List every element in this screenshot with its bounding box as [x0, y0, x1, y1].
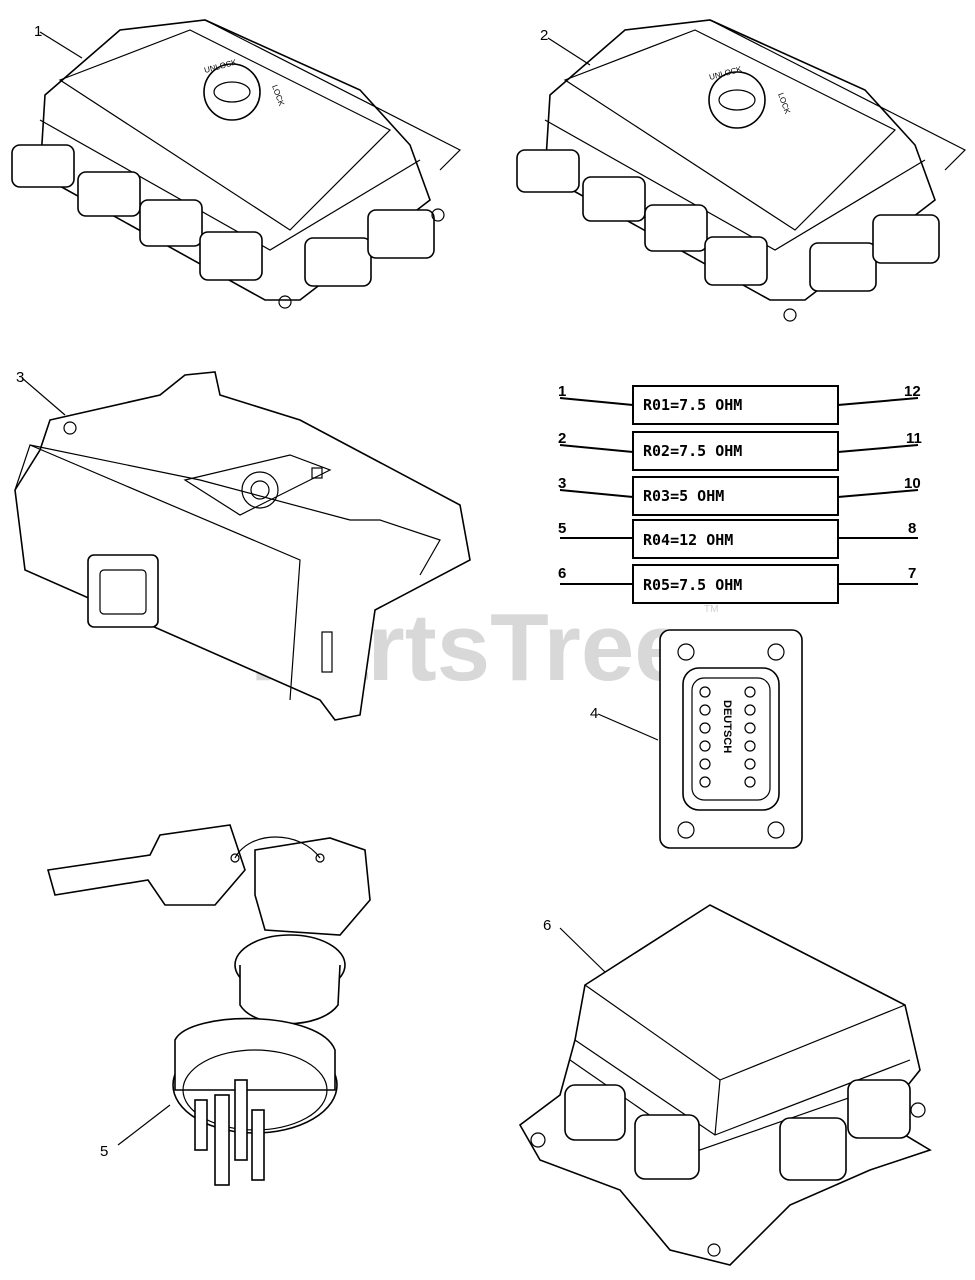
part-4-deutsch-connector[interactable]: DEUTSCH 4 [590, 629, 803, 849]
pin-right-1: 12 [904, 383, 921, 400]
resistor-row-5: 6 R05=7.5 OHM 7 [558, 564, 918, 604]
pin-left-5: 6 [558, 565, 566, 582]
part-1-fuse-box[interactable]: UNLOCK LOCK 1 [11, 19, 462, 309]
part-3-controller-module[interactable]: 3 [14, 369, 471, 721]
resistor-label-2: R02=7.5 OHM [643, 442, 742, 460]
resistor-row-1: 1 R01=7.5 OHM 12 [558, 383, 921, 425]
watermark-tm: TM [704, 604, 718, 615]
callout-1: 1 [34, 23, 42, 40]
resistor-label-1: R01=7.5 OHM [643, 396, 742, 414]
pin-right-3: 10 [904, 475, 921, 492]
resistor-row-4: 5 R04=12 OHM 8 [558, 519, 918, 559]
resistor-label-3: R03=5 OHM [643, 487, 724, 505]
pin-left-2: 2 [558, 430, 566, 447]
part-5-ignition-switch[interactable]: 5 [46, 824, 371, 1186]
part-2-fuse-box[interactable]: UNLOCK LOCK 2 [516, 19, 967, 322]
pin-left-1: 1 [558, 383, 566, 400]
pin-right-4: 8 [908, 520, 916, 537]
pin-right-2: 11 [906, 430, 922, 447]
resistor-label-5: R05=7.5 OHM [643, 576, 742, 594]
part-6-fuse-block[interactable]: 6 [518, 904, 932, 1266]
callout-3: 3 [16, 369, 24, 386]
pin-left-3: 3 [558, 475, 566, 492]
connector-pins [699, 686, 756, 788]
resistor-row-3: 3 R03=5 OHM 10 [558, 475, 921, 516]
callout-4: 4 [590, 705, 598, 722]
callout-2: 2 [540, 27, 548, 44]
deutsch-brand: DEUTSCH [721, 700, 733, 753]
resistor-row-2: 2 R02=7.5 OHM 11 [558, 430, 922, 471]
callout-6: 6 [543, 917, 551, 934]
resistor-label-4: R04=12 OHM [643, 531, 733, 549]
pin-left-4: 5 [558, 520, 566, 537]
pin-right-5: 7 [908, 565, 916, 582]
callout-5: 5 [100, 1143, 108, 1160]
resistor-table: 1 R01=7.5 OHM 12 2 R02=7.5 OHM 11 3 R03=… [558, 383, 922, 604]
